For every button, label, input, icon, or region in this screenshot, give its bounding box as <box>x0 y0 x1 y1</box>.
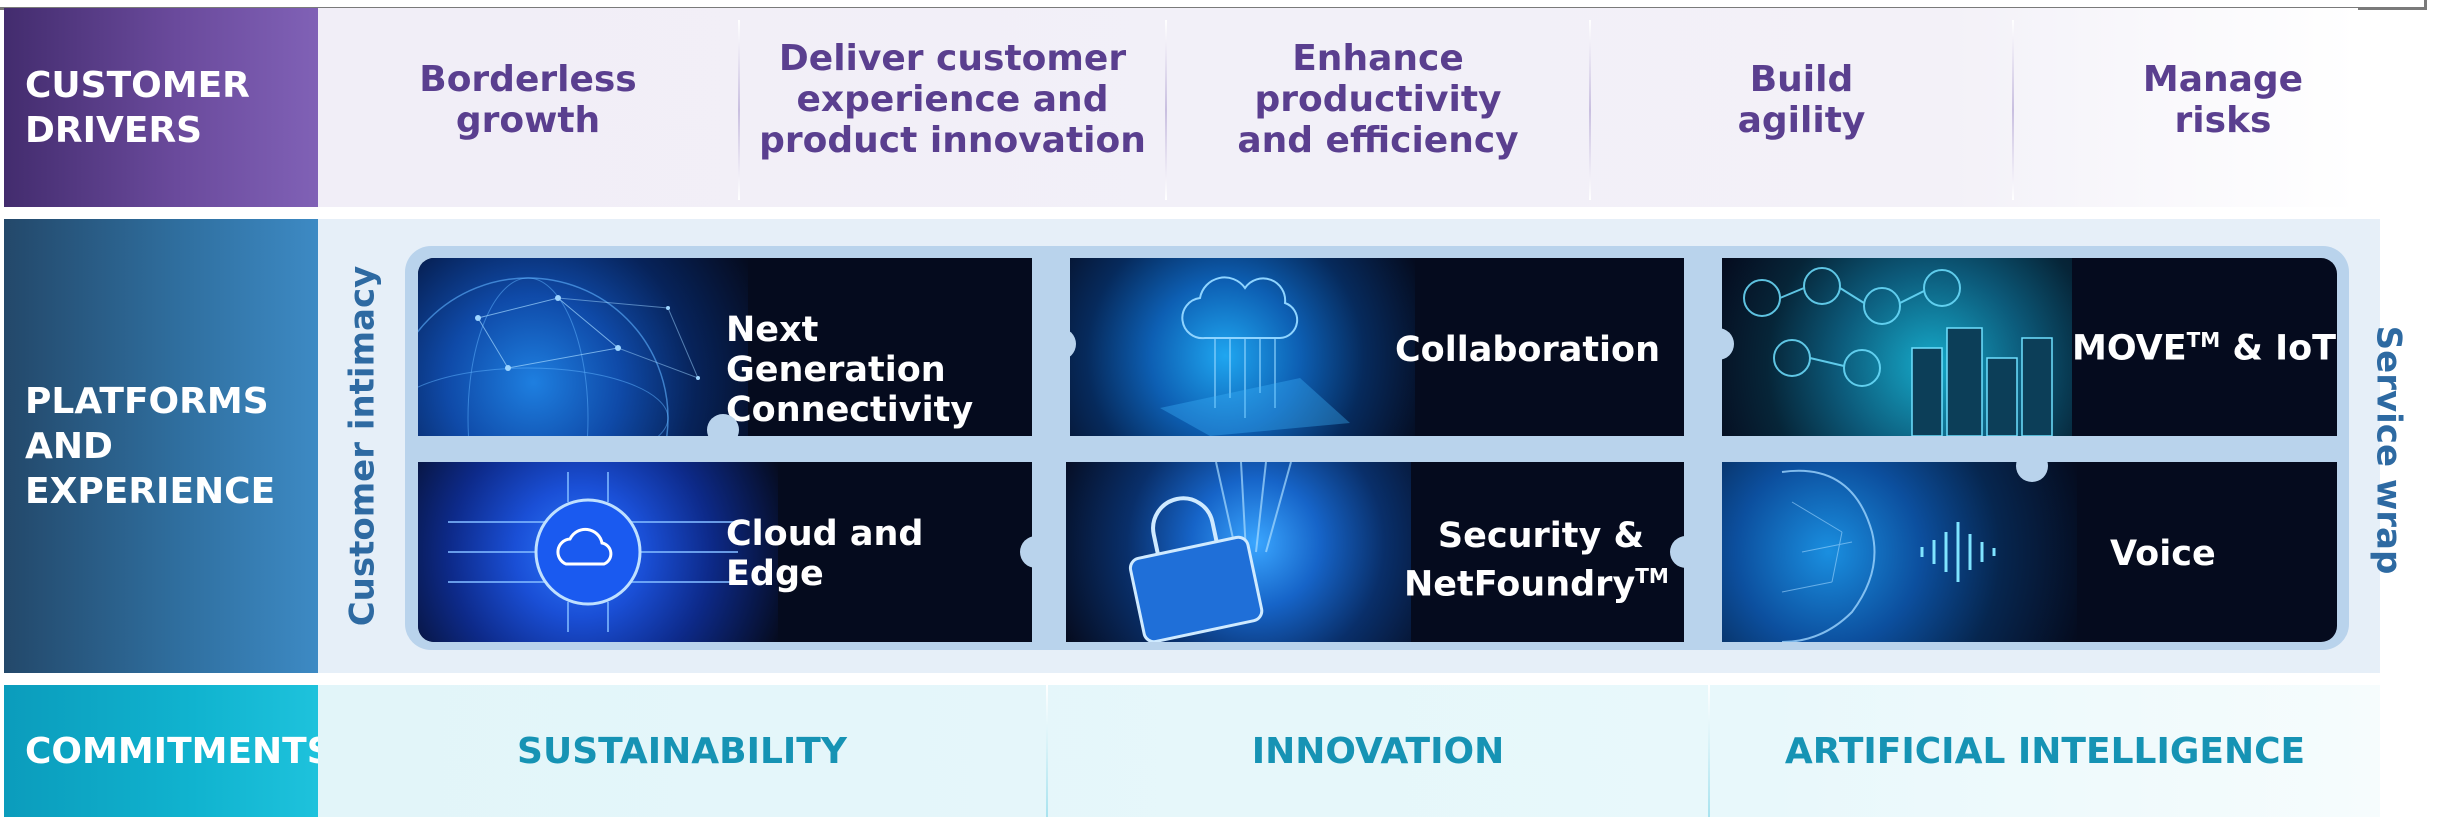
platform-tile-cloud-edge: Cloud and Edge <box>418 462 1032 642</box>
driver-agility: Build agility <box>1737 58 1866 141</box>
globe-network-icon <box>418 258 748 436</box>
platform-tile-move-iot: MOVETM & IoT <box>1722 258 2337 436</box>
commitments-band <box>318 685 2380 817</box>
section-label: CUSTOMER DRIVERS <box>25 64 250 151</box>
smart-city-icon <box>1722 258 2072 436</box>
driver-risks: Manage risks <box>2142 58 2304 141</box>
divider <box>1589 20 1591 200</box>
service-wrap-label: Service wrap <box>2368 325 2408 575</box>
commitment-sustainability: SUSTAINABILITY <box>517 730 847 772</box>
divider <box>2012 20 2014 200</box>
cloud-circuit-icon <box>418 462 778 642</box>
divider <box>1046 685 1048 817</box>
platform-tile-voice: Voice <box>1722 462 2337 642</box>
driver-borderless-growth: Borderless growth <box>419 58 637 141</box>
connector-dot <box>1020 536 1052 568</box>
connector-dot <box>707 414 739 446</box>
driver-customer-experience: Deliver customer experience and product … <box>759 38 1146 161</box>
platform-label: Voice <box>2110 534 2216 574</box>
section-label: COMMITMENTS <box>25 730 333 772</box>
section-label: PLATFORMS AND EXPERIENCE <box>25 380 276 512</box>
platform-label: Security & NetFoundryTM <box>1404 516 1669 605</box>
cloud-data-icon <box>1070 258 1415 436</box>
divider <box>1708 685 1710 817</box>
driver-productivity: Enhance productivity and efficiency <box>1237 38 1519 161</box>
platform-label: Next Generation Connectivity <box>726 310 974 430</box>
drivers-band <box>318 8 2358 207</box>
commitment-innovation: INNOVATION <box>1251 730 1505 772</box>
section-commitments: COMMITMENTS <box>4 685 333 817</box>
section-customer-drivers: CUSTOMER DRIVERS <box>4 8 318 207</box>
platform-tile-connectivity: Next Generation Connectivity <box>418 258 1032 436</box>
customer-intimacy-label: Customer intimacy <box>342 265 382 627</box>
connector-dot <box>1670 536 1702 568</box>
platform-label: MOVETM & IoT <box>2072 328 2337 369</box>
connector-dot <box>1702 328 1734 360</box>
commitment-ai: ARTIFICIAL INTELLIGENCE <box>1784 730 2306 772</box>
section-platforms-experience: PLATFORMS AND EXPERIENCE <box>4 219 318 673</box>
divider <box>1165 20 1167 200</box>
face-soundwave-icon <box>1722 462 2077 642</box>
connector-dot <box>2016 450 2048 482</box>
platform-label: Cloud and Edge <box>726 514 924 594</box>
platform-tile-security: Security & NetFoundryTM <box>1066 462 1684 642</box>
divider <box>738 20 740 200</box>
connector-dot <box>1044 328 1076 360</box>
padlock-icon <box>1066 462 1411 642</box>
platform-tile-collaboration: Collaboration <box>1070 258 1684 436</box>
platform-label: Collaboration <box>1395 330 1661 370</box>
